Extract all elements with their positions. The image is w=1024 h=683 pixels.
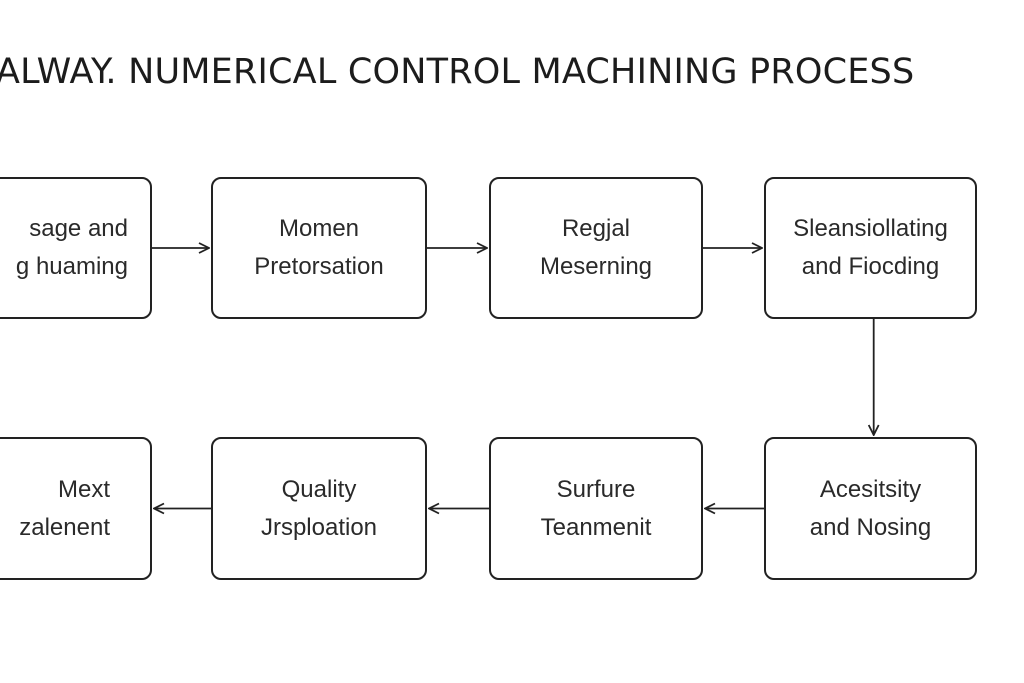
step-line-2: Meserning: [539, 253, 653, 280]
step-box-sleansiollating-and-fiocding: Sleansiollating and Fiocding: [764, 177, 977, 319]
step-line-2: Teanmenit: [540, 513, 652, 541]
step-line-1: Surfure: [556, 475, 636, 503]
step-line-2: zalenent: [19, 513, 110, 541]
step-box-momen-pretorsation: Momen Pretorsation: [211, 177, 427, 319]
step-line-1: Momen: [278, 215, 360, 242]
step-line-1: Sleansiollating: [793, 215, 948, 242]
diagram-title: ALWAY. NUMERICAL CONTROL MACHINING PROCE…: [0, 52, 915, 92]
step-line-1: sage and: [29, 215, 128, 242]
step-line-1: Regjal: [561, 215, 631, 242]
step-box-regjal-meserning: Regjal Meserning: [489, 177, 703, 319]
step-line-2: and Fiocding: [801, 253, 940, 280]
step-box-sage-and-huaming: sage and g huaming: [0, 177, 152, 319]
step-box-quality-jrsploation: Quality Jrsploation: [211, 437, 427, 580]
step-line-2: Jrsploation: [260, 513, 378, 541]
step-line-1: Acesitsity: [819, 475, 922, 503]
step-line-1: Mext: [57, 475, 110, 503]
step-line-1: Quality: [281, 475, 357, 503]
step-line-2: g huaming: [15, 253, 128, 280]
step-line-2: and Nosing: [809, 513, 932, 541]
step-box-mext-zalenent: Mext zalenent: [0, 437, 152, 580]
step-box-surfure-teanmenit: Surfure Teanmenit: [489, 437, 703, 580]
step-line-2: Pretorsation: [254, 253, 384, 280]
step-box-acesitsity-and-nosing: Acesitsity and Nosing: [764, 437, 977, 580]
